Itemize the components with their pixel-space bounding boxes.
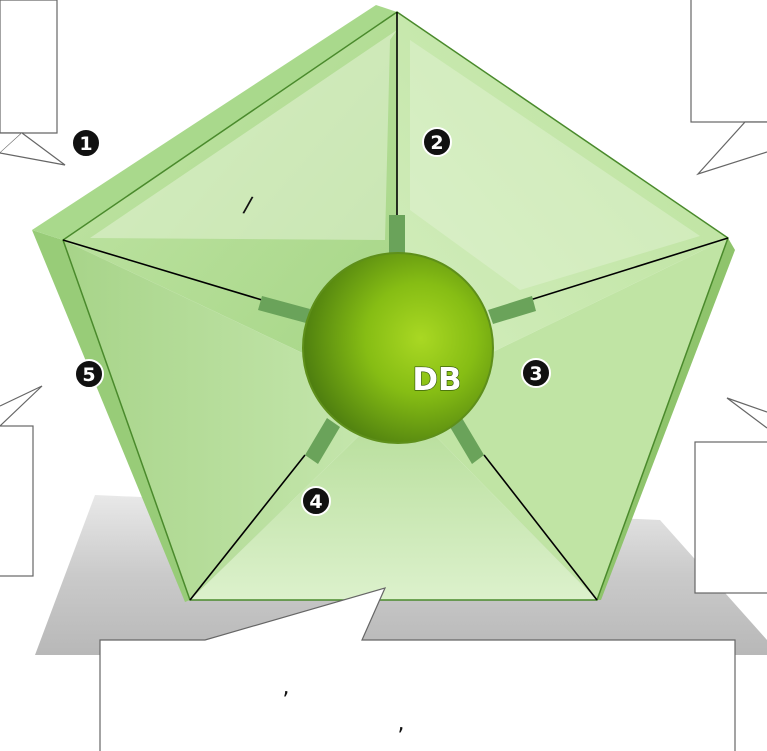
marker-2: 2 bbox=[423, 128, 451, 156]
callout-pointer-top-right bbox=[698, 122, 767, 174]
svg-text:2: 2 bbox=[430, 132, 443, 154]
callout-box-bottom-left bbox=[0, 426, 33, 576]
callout-pointer-bottom-right bbox=[727, 398, 767, 428]
marker-4: 4 bbox=[302, 487, 330, 515]
svg-text:1: 1 bbox=[79, 133, 92, 155]
marker-3: 3 bbox=[522, 359, 550, 387]
marker-5: 5 bbox=[75, 360, 103, 388]
marker-1: 1 bbox=[72, 129, 100, 157]
bottom-callout-line-2: , bbox=[398, 711, 405, 736]
callout-box-top-right bbox=[691, 0, 767, 122]
callout-box-top-left bbox=[0, 0, 57, 133]
callout-box-bottom-right bbox=[695, 442, 767, 593]
svg-text:4: 4 bbox=[309, 491, 322, 513]
callout-pointer-bottom-left bbox=[0, 386, 42, 426]
center-sphere bbox=[303, 253, 493, 443]
center-label: DB bbox=[412, 362, 461, 398]
bottom-callout-line-1: , bbox=[283, 675, 290, 700]
svg-text:5: 5 bbox=[82, 364, 95, 386]
svg-text:3: 3 bbox=[529, 363, 542, 385]
